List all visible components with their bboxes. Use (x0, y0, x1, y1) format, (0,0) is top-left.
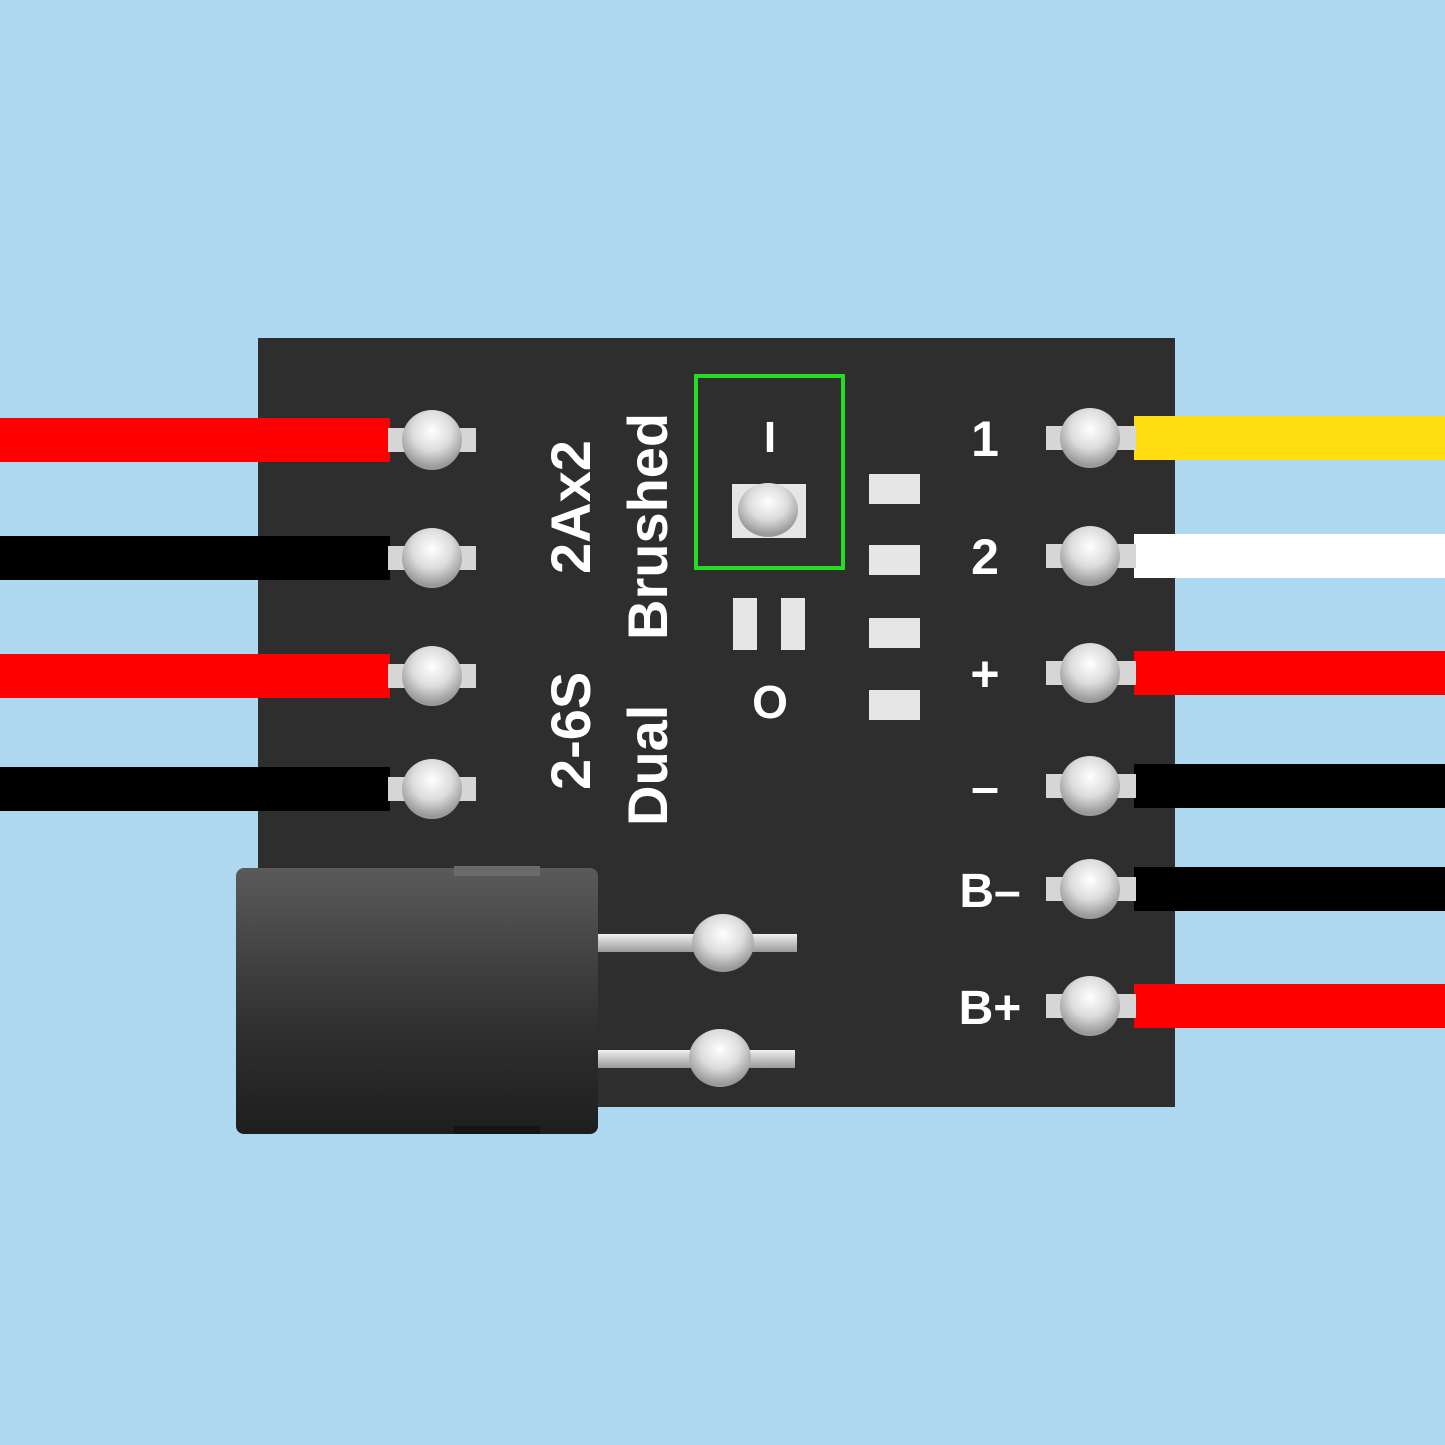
led-indicators (869, 474, 920, 720)
switch-on-label: I (764, 413, 776, 462)
right-wire-6 (1134, 984, 1445, 1028)
capacitor-solder-top (692, 914, 754, 972)
right-pad-label: B+ (959, 982, 1022, 1035)
right-pad-label: B– (959, 865, 1020, 918)
switch-slot-left (733, 598, 757, 650)
right-wire-3 (1134, 651, 1445, 695)
led-indicator (869, 618, 920, 648)
right-wires (1134, 416, 1445, 1028)
right-wire-4 (1134, 764, 1445, 808)
right-pad-label: 1 (971, 411, 999, 467)
capacitor-solder-bottom (689, 1029, 751, 1087)
capacitor-body (236, 868, 598, 1134)
left-wires (0, 418, 390, 811)
switch-outline (694, 374, 845, 570)
led-indicator (869, 690, 920, 720)
switch-off-label: O (752, 676, 788, 728)
left-wire-4 (0, 767, 390, 811)
left-solder-pad (402, 410, 462, 470)
capacitor-icon (236, 866, 797, 1134)
right-pad-labels: 1 2 + – B– B+ (959, 411, 1022, 1035)
right-pad-label: – (971, 759, 999, 815)
left-wire-1 (0, 418, 390, 462)
label-dual: Dual (616, 705, 679, 826)
left-solder-pad (402, 646, 462, 706)
right-wire-2 (1134, 534, 1445, 578)
left-solder-pad (402, 759, 462, 819)
left-solder-pad (402, 528, 462, 588)
right-wire-5 (1134, 867, 1445, 911)
right-solder-pad (1060, 976, 1120, 1036)
right-solder-pad (1060, 643, 1120, 703)
right-solder-pad (1060, 526, 1120, 586)
led-indicator (869, 474, 920, 504)
right-solder-pad (1060, 408, 1120, 468)
right-solder-pad (1060, 756, 1120, 816)
left-wire-2 (0, 536, 390, 580)
solder-pads (388, 408, 1136, 1036)
switch-knob[interactable] (738, 483, 798, 537)
right-pad-label: + (970, 646, 999, 702)
capacitor-top-band (454, 866, 540, 876)
label-brushed: Brushed (616, 413, 679, 640)
right-solder-pad (1060, 859, 1120, 919)
label-current: 2Ax2 (539, 440, 602, 574)
switch-slot-right (781, 598, 805, 650)
left-wire-3 (0, 654, 390, 698)
capacitor-bottom-band (454, 1126, 540, 1134)
label-voltage: 2-6S (539, 672, 602, 790)
right-wire-1 (1134, 416, 1445, 460)
right-pad-label: 2 (971, 529, 999, 585)
slide-switch-icon[interactable]: I O (694, 374, 845, 728)
led-indicator (869, 545, 920, 575)
